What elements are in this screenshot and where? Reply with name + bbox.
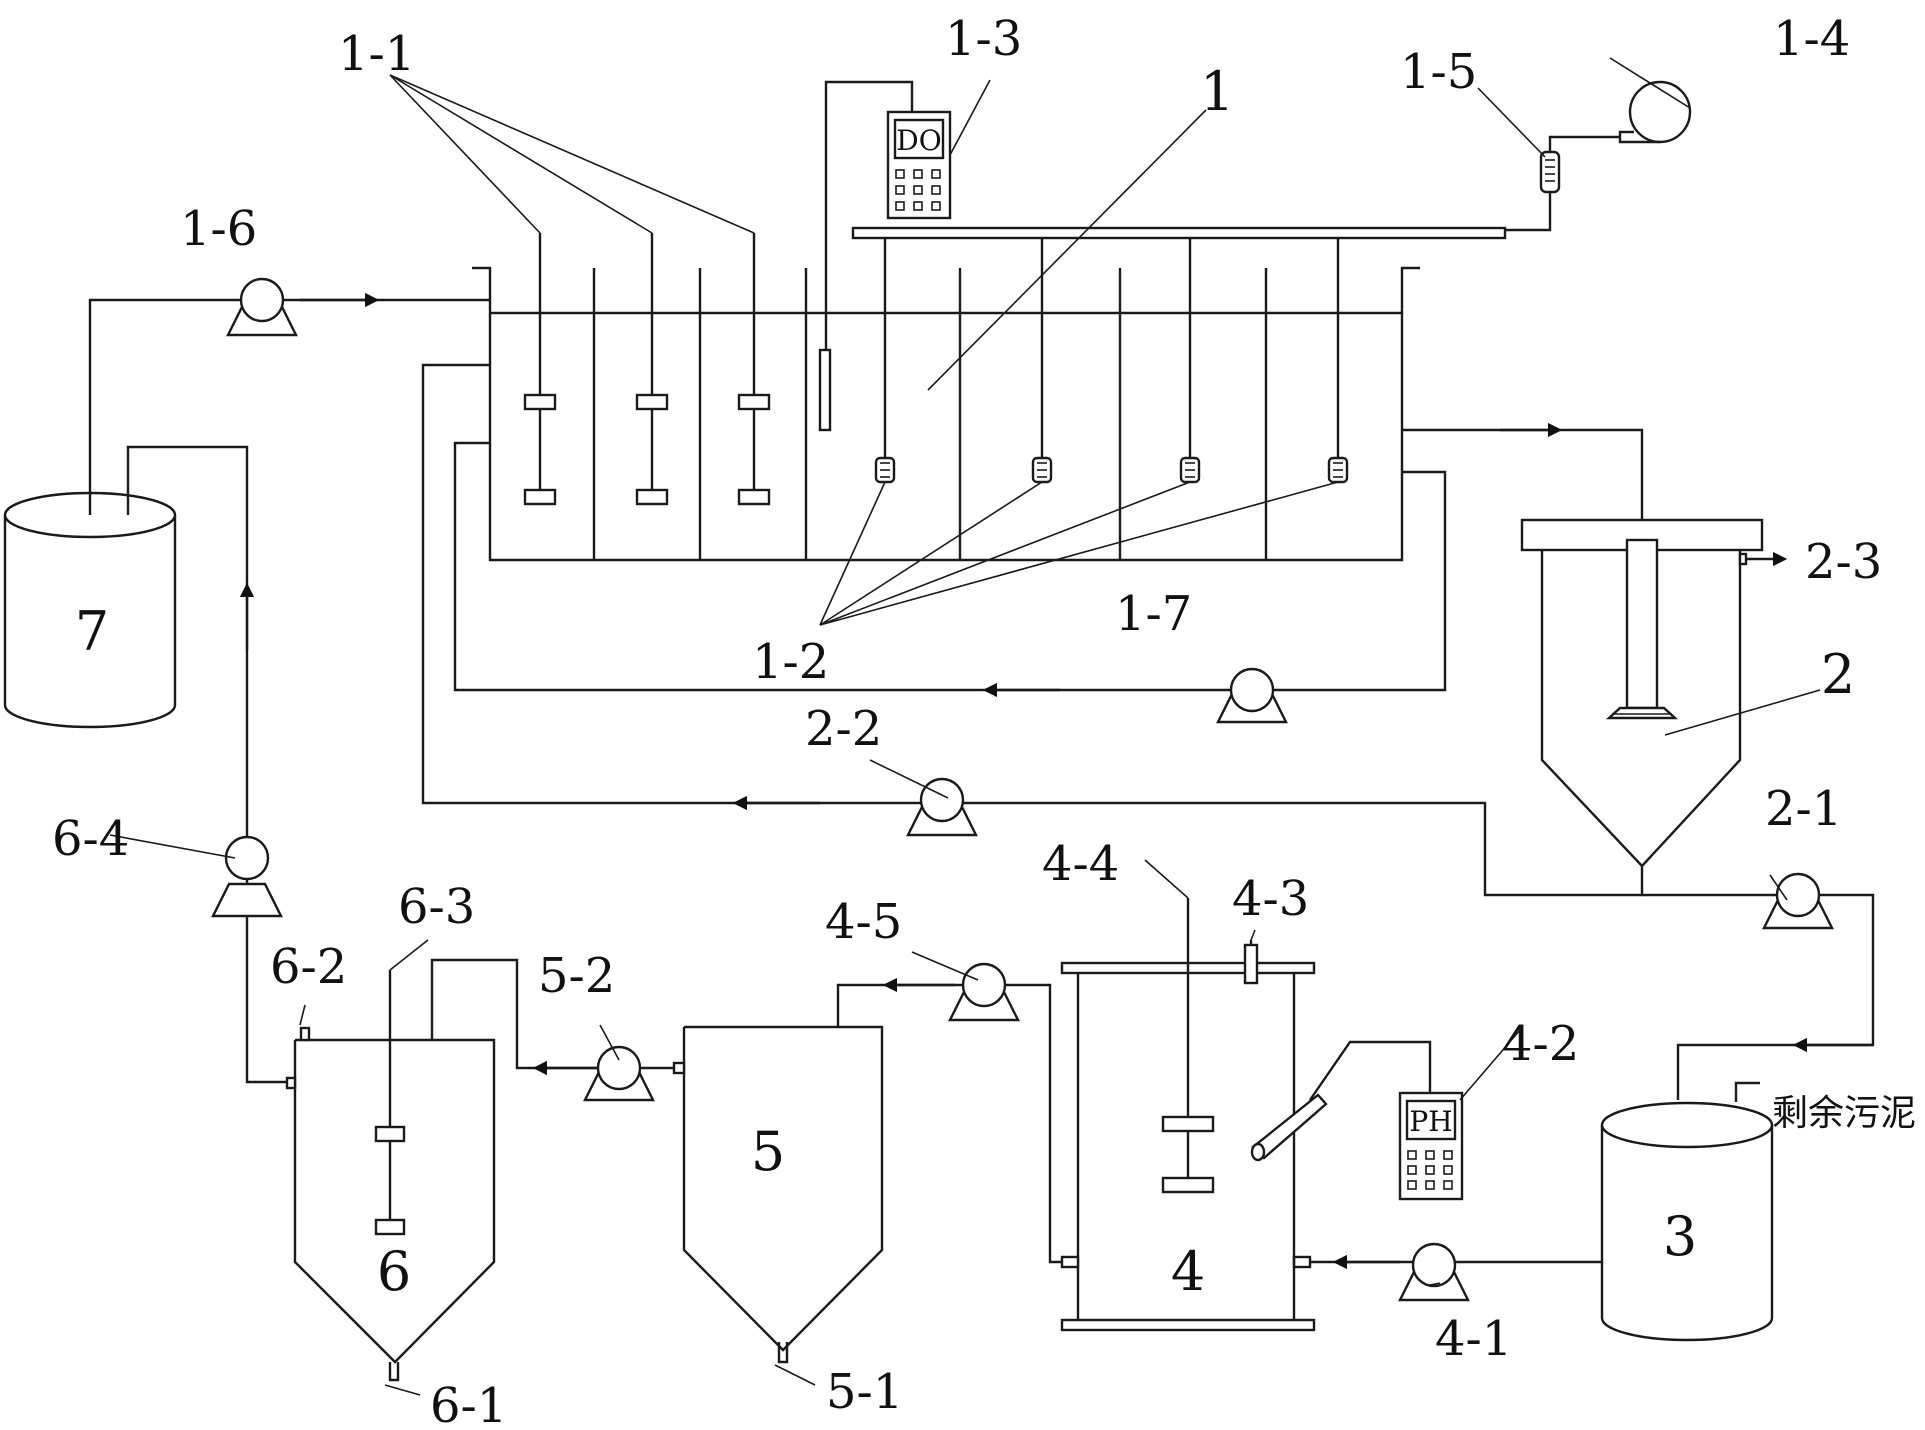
feed-pump-1-6 — [226, 277, 298, 337]
pump-2-1 — [1762, 872, 1834, 930]
label-5-1: 5-1 — [826, 1364, 903, 1420]
diffuser — [1327, 456, 1349, 484]
ph-meter-display: PH — [1409, 1105, 1452, 1138]
tank-6: 6 — [285, 970, 496, 1382]
label-7: 7 — [75, 600, 109, 663]
gas-flowmeter — [1505, 135, 1620, 232]
label-5: 5 — [751, 1120, 785, 1183]
aeration-header — [851, 226, 1507, 458]
feed-tank-7: 7 — [3, 491, 177, 729]
sludge-return-pump-2-2 — [906, 777, 978, 837]
label-4-4: 4-4 — [1042, 836, 1119, 892]
label-2: 2 — [1821, 643, 1855, 706]
label-2-3: 2-3 — [1805, 534, 1882, 590]
do-meter: DO — [886, 110, 952, 220]
label-4-5: 4-5 — [825, 894, 902, 950]
label-1-1: 1-1 — [338, 26, 415, 82]
diffuser — [1179, 456, 1201, 484]
pump-5-2 — [583, 1045, 655, 1102]
excess-sludge-inlet: 剩余污泥 — [1734, 1081, 1916, 1134]
line-5-to-6 — [430, 958, 686, 1076]
sludge-return-line — [421, 363, 1644, 897]
settler-2 — [1520, 518, 1788, 868]
component-labels: 1-1 1-3 1 1-5 1-4 1-6 1-2 1-7 2-3 2 2-2 … — [52, 11, 1882, 1430]
pump-4-1 — [1398, 1242, 1470, 1302]
air-blower — [1618, 80, 1692, 144]
line-4-to-5 — [836, 977, 1080, 1269]
label-6-2: 6-2 — [270, 939, 347, 995]
compartment-walls — [592, 268, 1268, 560]
pump-6-4 — [211, 835, 283, 918]
line-2-to-3 — [1642, 893, 1875, 1100]
reactor-4: 4 — [1060, 898, 1316, 1332]
feed-line — [88, 292, 490, 515]
label-1-5: 1-5 — [1400, 44, 1477, 100]
tank-5: 5 — [682, 1025, 884, 1364]
line-3-to-4 — [1292, 1254, 1602, 1270]
label-1-6: 1-6 — [180, 201, 257, 257]
label-1-7: 1-7 — [1115, 586, 1192, 642]
label-1-3: 1-3 — [945, 11, 1022, 67]
label-1: 1 — [1200, 60, 1234, 123]
internal-recycle-line — [453, 441, 1447, 698]
effluent-line-1-to-2 — [1402, 422, 1644, 540]
label-4: 4 — [1171, 1240, 1205, 1303]
sludge-tank-3: 3 — [1600, 1101, 1774, 1342]
label-4-3: 4-3 — [1232, 871, 1309, 927]
line-6-to-7 — [126, 445, 287, 1084]
do-probe — [818, 80, 914, 432]
main-reactor-1 — [472, 80, 1507, 562]
label-3: 3 — [1663, 1205, 1697, 1268]
label-1-2: 1-2 — [752, 634, 829, 690]
diffuser — [874, 456, 896, 484]
label-6-1: 6-1 — [430, 1378, 507, 1430]
leader-lines — [109, 57, 1821, 1396]
label-2-2: 2-2 — [805, 701, 882, 757]
label-1-4: 1-4 — [1773, 11, 1850, 67]
label-2-1: 2-1 — [1765, 781, 1842, 837]
pump-4-5 — [948, 962, 1020, 1022]
label-6-4: 6-4 — [52, 811, 129, 867]
recycle-pump-1-7 — [1216, 667, 1288, 724]
ph-probe — [1250, 1040, 1432, 1162]
stirrers — [523, 233, 771, 506]
excess-sludge-label: 剩余污泥 — [1772, 1093, 1916, 1134]
label-4-2: 4-2 — [1502, 1016, 1579, 1072]
do-meter-display: DO — [896, 124, 941, 157]
aeration-diffusers — [874, 456, 1349, 484]
label-6-3: 6-3 — [398, 879, 475, 935]
label-5-2: 5-2 — [538, 948, 615, 1004]
label-6: 6 — [377, 1240, 411, 1303]
diffuser — [1031, 456, 1053, 484]
label-4-1: 4-1 — [1435, 1311, 1512, 1367]
ph-meter: PH — [1398, 1091, 1464, 1201]
